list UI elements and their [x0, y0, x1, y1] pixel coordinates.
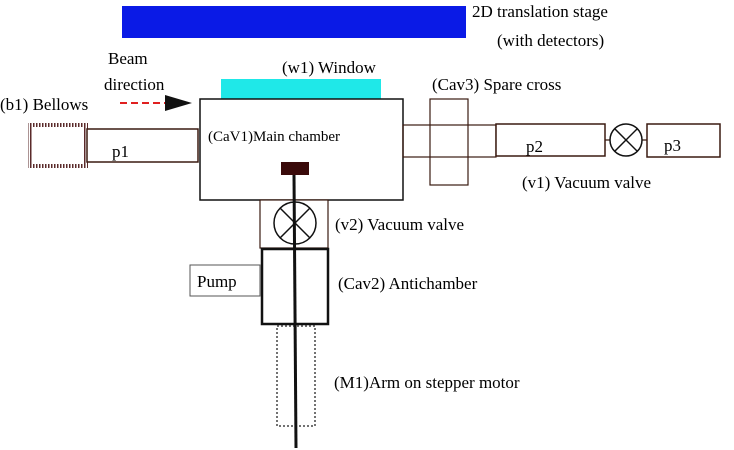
stage-label-line1: 2D translation stage	[472, 2, 608, 21]
stage-label-line2: (with detectors)	[497, 31, 604, 50]
pipe-p2-label: p2	[526, 137, 543, 156]
pipe-p2	[495, 123, 606, 157]
pipe-p1-label: p1	[112, 142, 129, 161]
pipe-p3	[646, 123, 721, 158]
pump-box	[189, 264, 261, 297]
bellows-label: (b1) Bellows	[0, 95, 88, 114]
bellows	[28, 123, 88, 168]
beam-label-line2: direction	[104, 75, 165, 94]
spare-cross-vertical	[429, 98, 469, 186]
translation-stage	[122, 6, 466, 38]
spare-cross-label: (Cav3) Spare cross	[432, 75, 561, 94]
main-chamber-label: (CaV1)Main chamber	[208, 129, 340, 145]
valve-v1-label: (v1) Vacuum valve	[522, 173, 651, 192]
window	[221, 79, 381, 99]
pipe-p3-label: p3	[664, 136, 681, 155]
beam-arrow-head	[165, 95, 192, 111]
pipe-p1	[86, 128, 199, 163]
valve-v2-label: (v2) Vacuum valve	[335, 215, 464, 234]
main-chamber	[199, 98, 404, 201]
arm-label: (M1)Arm on stepper motor	[334, 373, 520, 392]
valve-v1-cross-b	[614, 128, 638, 152]
antichamber-label: (Cav2) Antichamber	[338, 274, 478, 293]
beam-label-line1: Beam	[108, 49, 148, 68]
spare-cross-horizontal	[402, 124, 497, 158]
window-label: (w1) Window	[282, 58, 377, 77]
arm-rod	[292, 174, 298, 449]
pump-label: Pump	[197, 272, 237, 291]
arm-holder	[281, 162, 309, 175]
